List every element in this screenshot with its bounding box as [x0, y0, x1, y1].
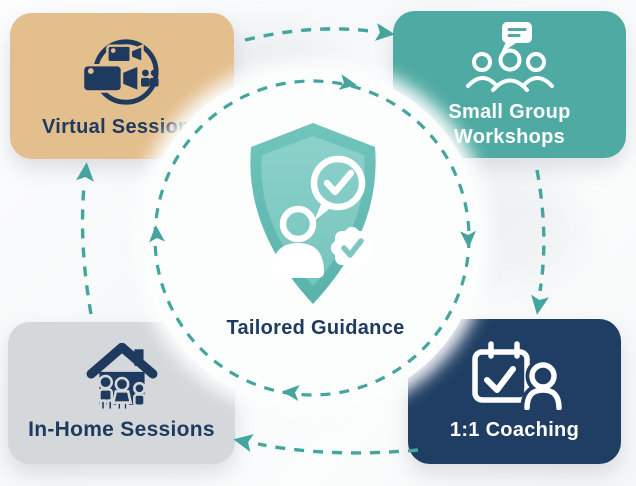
group-chat-icon [465, 20, 554, 96]
center-label: Tailored Guidance [226, 317, 405, 339]
video-camera-icon [74, 33, 170, 111]
center-disk [142, 68, 482, 408]
node-label: 1:1 Coaching [449, 419, 580, 442]
calendar-check-person-icon [467, 340, 563, 411]
node-one-on-one-coaching: 1:1 Coaching [408, 319, 621, 464]
node-label: Small Group Workshops [448, 101, 571, 148]
node-label: In-Home Sessions [28, 418, 215, 442]
house-family-icon [83, 343, 161, 412]
